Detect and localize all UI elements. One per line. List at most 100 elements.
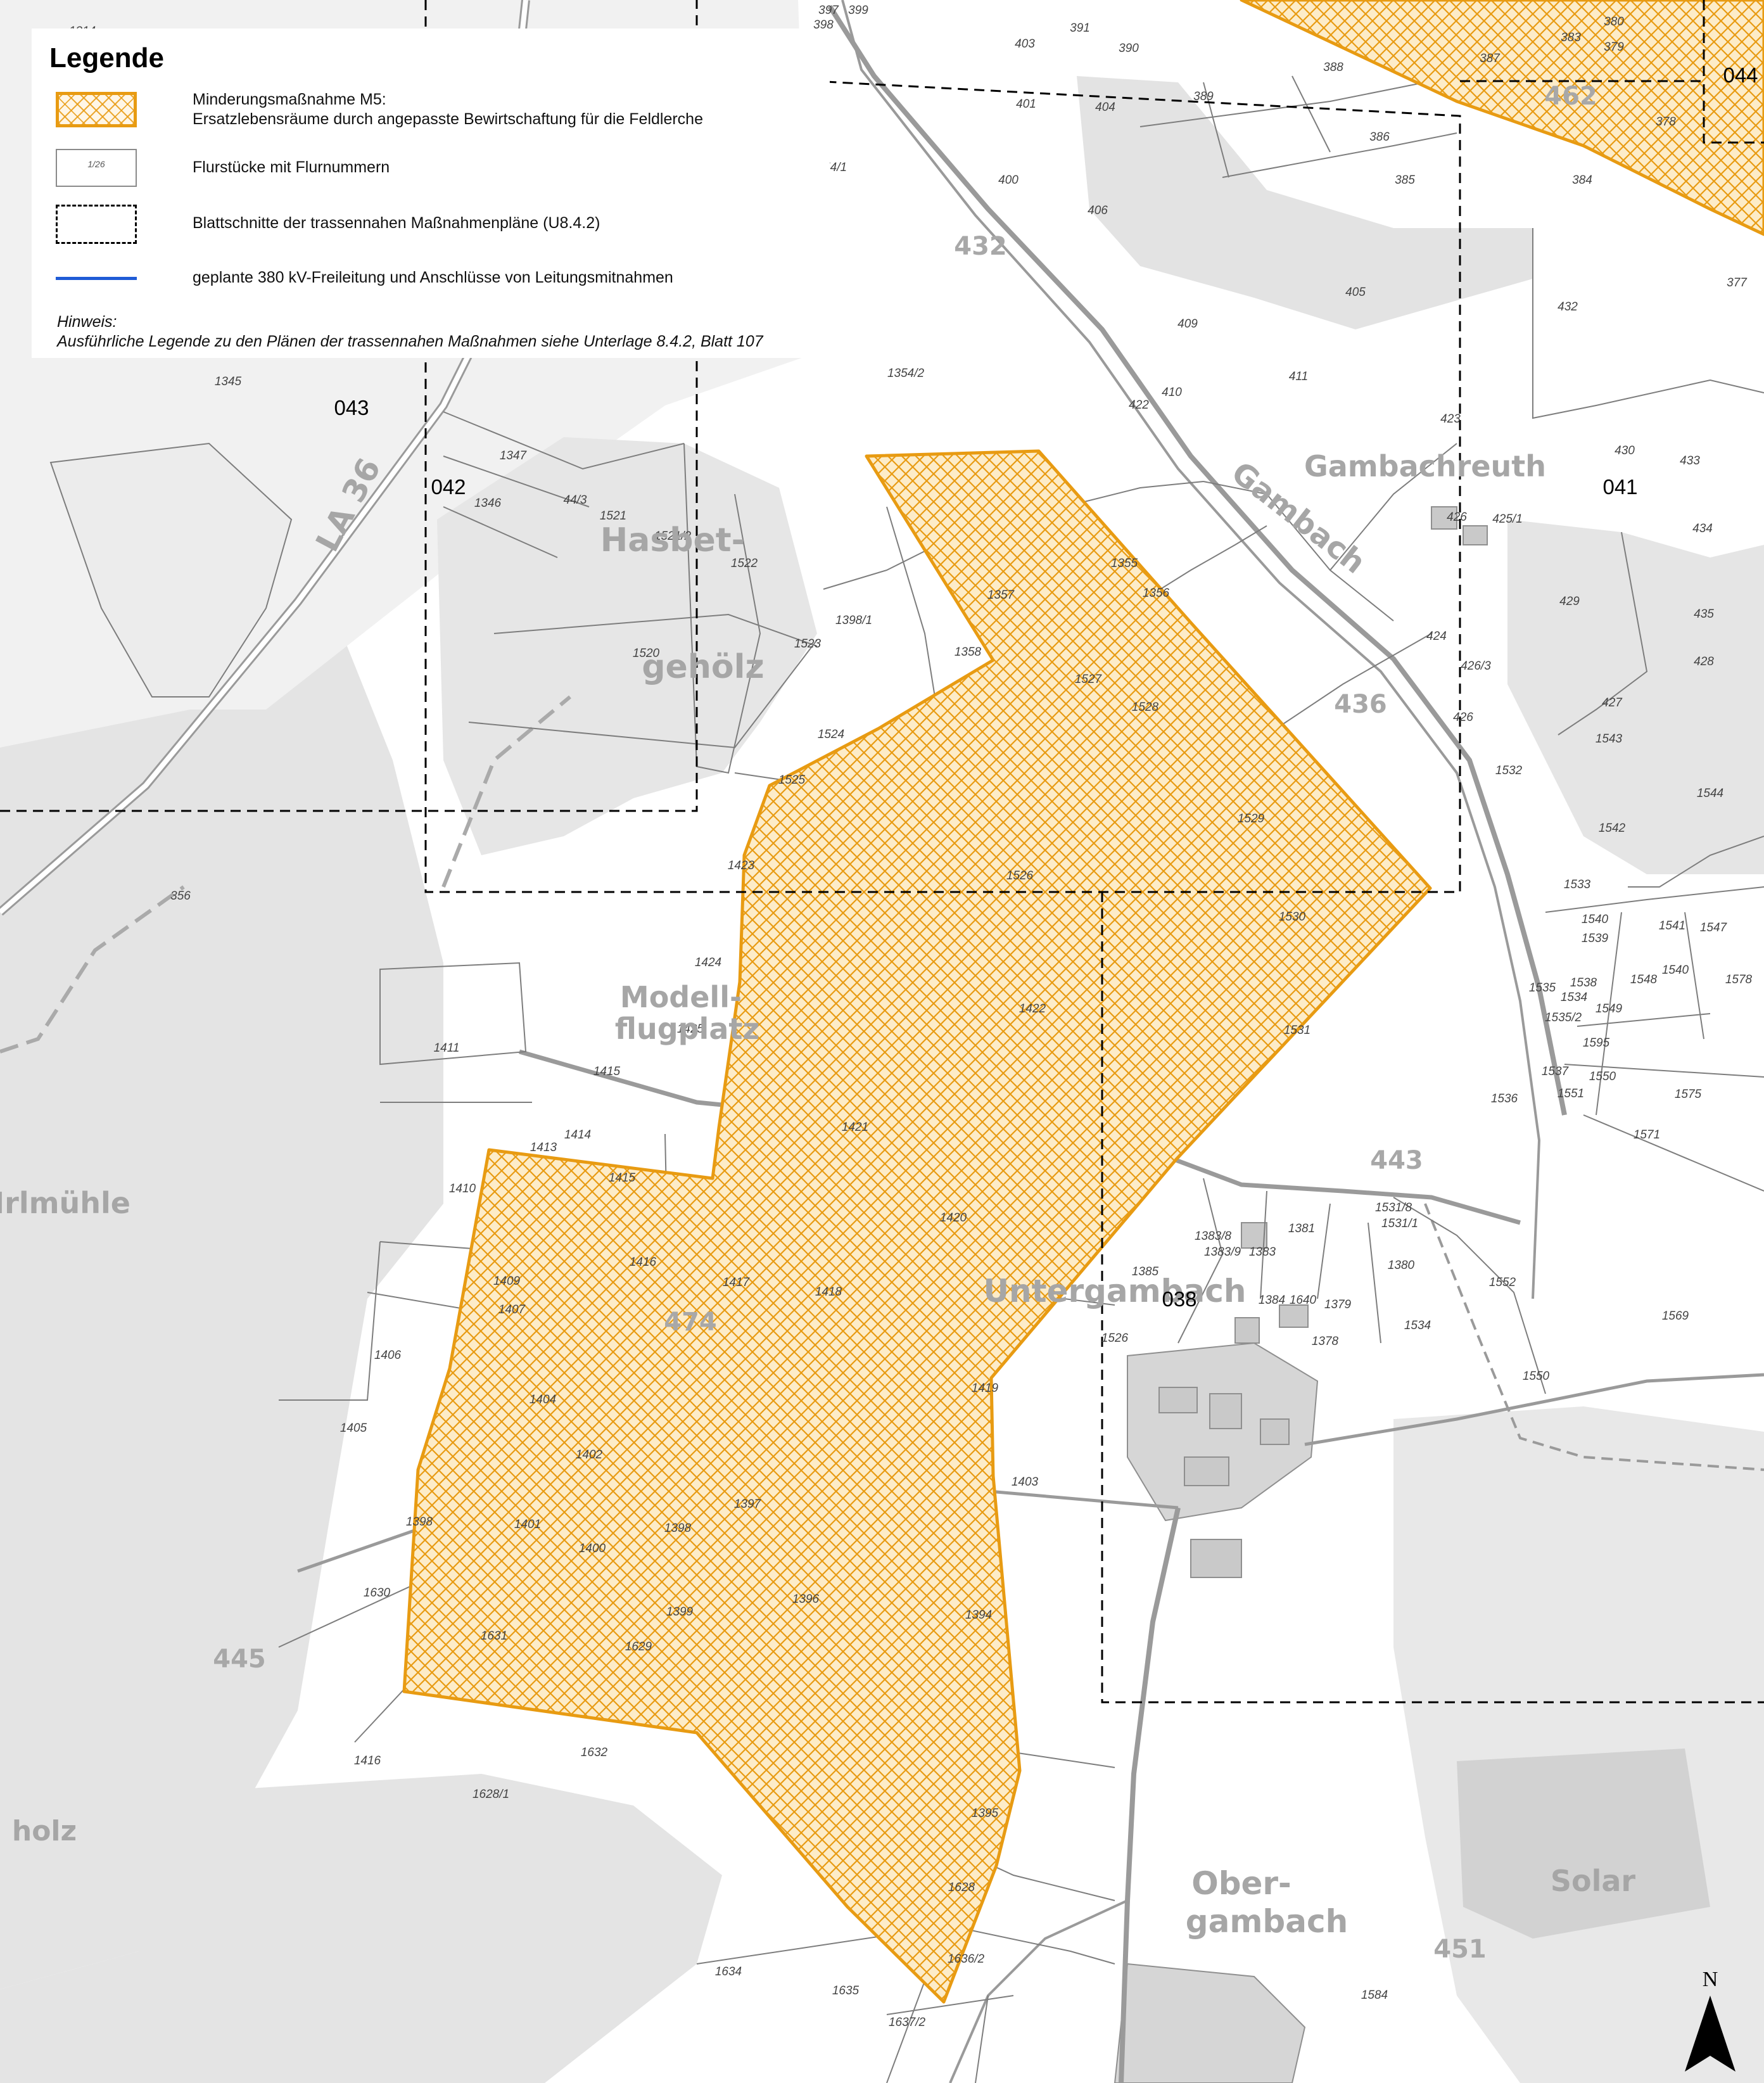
parcel-number-label: 426/3 bbox=[1461, 659, 1491, 673]
building bbox=[1260, 1418, 1290, 1445]
parcel-number-label: 435 bbox=[1694, 608, 1714, 621]
parcel-number-label: 425/1 bbox=[1492, 513, 1523, 526]
parcel-number-label: 1640 bbox=[1290, 1294, 1317, 1307]
parcel-number-label: 1535/2 bbox=[1545, 1011, 1582, 1024]
track-b bbox=[441, 695, 571, 888]
parcel-number-label: 410 bbox=[1162, 386, 1182, 399]
parcel-number-label: 378 bbox=[1656, 115, 1676, 129]
parcel-number-label: 1527 bbox=[1075, 673, 1103, 686]
parcel-number-label: 399 bbox=[848, 4, 868, 17]
parcel-number-label: 1528 bbox=[1132, 701, 1159, 714]
elevation-label: 462 bbox=[1544, 82, 1597, 111]
legend-powerline-text: geplante 380 kV-Freileitung und Anschlüs… bbox=[193, 269, 673, 286]
parcel-number-label: 1584 bbox=[1361, 1989, 1388, 2002]
parcel-number-label: 429 bbox=[1559, 595, 1580, 608]
sheet-number-label: 042 bbox=[431, 475, 466, 499]
legend-m5-line1: Minderungsmaßnahme M5: bbox=[193, 91, 386, 108]
parcel-number-label: 1403 bbox=[1012, 1475, 1039, 1489]
measure-m5-area-north[interactable] bbox=[1240, 0, 1764, 236]
parcel-number-label: 1346 bbox=[474, 497, 502, 510]
parcel-number-label: 1379 bbox=[1324, 1298, 1352, 1311]
parcel-number-label: 1424 bbox=[695, 956, 721, 969]
parcel-number-label: 1552 bbox=[1489, 1276, 1516, 1289]
parcel-number-label: 1539 bbox=[1582, 932, 1609, 945]
parcel-number-label: 1540 bbox=[1662, 964, 1689, 977]
parcel-number-label: 1525 bbox=[778, 774, 806, 787]
sheet-cut-038 bbox=[1101, 892, 1764, 1704]
parcel-number-label: 1551 bbox=[1558, 1087, 1584, 1100]
parcel-number-label: 1401 bbox=[514, 1518, 541, 1531]
parcel-number-label: 1356 bbox=[1143, 587, 1170, 600]
parcel-number-label: 386 bbox=[1369, 131, 1390, 144]
parcel-number-label: 380 bbox=[1604, 15, 1624, 29]
parcel-number-label: 1531 bbox=[1284, 1024, 1310, 1037]
parcel-number-label: 432 bbox=[1558, 300, 1578, 314]
sheet-number-label: 044 bbox=[1723, 63, 1758, 87]
parcel-number-label: 1628/1 bbox=[473, 1788, 509, 1801]
parcel-number-label: 390 bbox=[1119, 42, 1139, 55]
sheet-number-label: 038 bbox=[1162, 1287, 1196, 1311]
parcel-number-label: 423 bbox=[1440, 412, 1461, 426]
place-name-label: Untergambach bbox=[983, 1273, 1246, 1309]
parcel-number-label: 1414 bbox=[564, 1128, 591, 1142]
building bbox=[1431, 506, 1457, 530]
settlements bbox=[1114, 506, 1488, 2083]
parcel-number-label: 1537 bbox=[1542, 1065, 1570, 1078]
parcel-number-label: 1631 bbox=[481, 1629, 507, 1643]
measure-m5-area[interactable] bbox=[402, 449, 1432, 2004]
elevation-label: 474 bbox=[664, 1308, 717, 1337]
parcel-number-label: 377 bbox=[1727, 276, 1748, 290]
building bbox=[1209, 1393, 1242, 1429]
parcel-number-label: 1419 bbox=[972, 1382, 999, 1395]
parcel-number-label: 1538 bbox=[1570, 976, 1597, 990]
parcel-number-label: 44/3 bbox=[564, 494, 587, 507]
parcel-number-label: 1531/8 bbox=[1375, 1201, 1412, 1214]
parcel-number-label: 433 bbox=[1680, 454, 1700, 468]
parcel-number-label: 1423 bbox=[728, 859, 755, 872]
road-gambach bbox=[827, 4, 1567, 1116]
parcel-number-label: 1522 bbox=[731, 557, 758, 570]
parcel-number-label: 405 bbox=[1345, 286, 1366, 299]
building bbox=[1184, 1456, 1229, 1486]
parcel-number-label: 1358 bbox=[955, 646, 982, 659]
parcel-number-label: 1398/1 bbox=[835, 614, 872, 627]
parcel-number-label: 1413 bbox=[530, 1141, 557, 1154]
parcel-number-label: 411 bbox=[1289, 370, 1308, 383]
building bbox=[1234, 1317, 1260, 1344]
parcel-number-label: 1406 bbox=[374, 1349, 402, 1362]
elevation-label: 443 bbox=[1370, 1146, 1423, 1175]
parcel-number-label: 1542 bbox=[1599, 822, 1626, 835]
parcel-number-label: 1402 bbox=[576, 1448, 603, 1462]
legend-note-text: Ausführliche Legende zu den Plänen der t… bbox=[57, 333, 763, 350]
parcel-number-label: 1541 bbox=[1659, 919, 1685, 933]
parcel-number-label: 1549 bbox=[1596, 1002, 1623, 1016]
settlement-obergambach bbox=[1114, 1963, 1306, 2083]
parcel-number-label: 404 bbox=[1095, 101, 1115, 114]
parcel-number-label: 1354/2 bbox=[887, 367, 925, 380]
parcel-number-label: 1534 bbox=[1404, 1319, 1431, 1332]
parcel-number-label: 1578 bbox=[1725, 973, 1753, 986]
elevation-label: 445 bbox=[213, 1645, 266, 1674]
parcel-number-label: 1550 bbox=[1523, 1370, 1550, 1383]
parcel-number-label: 1357 bbox=[987, 589, 1015, 602]
parcel-number-label: 1417 bbox=[723, 1276, 751, 1289]
road-to-obergambach bbox=[1119, 1507, 1181, 2083]
parcel-number-label: 1420 bbox=[940, 1211, 967, 1225]
parcel-number-label: 1416 bbox=[354, 1754, 381, 1768]
parcel-number-label: 1347 bbox=[500, 449, 528, 462]
parcel-number-label: 1533 bbox=[1564, 878, 1591, 891]
building bbox=[1279, 1304, 1309, 1328]
sheet-number-label: 043 bbox=[334, 396, 369, 419]
parcel-number-label: 397 bbox=[818, 4, 839, 17]
forest-west bbox=[0, 589, 443, 1989]
building bbox=[1190, 1539, 1242, 1578]
parcel-number-label: 428 bbox=[1694, 655, 1714, 668]
parcel-number-label: 356 bbox=[170, 889, 191, 903]
parcel-number-label: 424 bbox=[1426, 630, 1447, 643]
parcel-number-label: 1569 bbox=[1662, 1309, 1689, 1323]
parcel-number-label: 401 bbox=[1016, 98, 1036, 111]
place-name-label: holz bbox=[12, 1815, 77, 1847]
parcel-number-label: 1630 bbox=[364, 1586, 391, 1600]
